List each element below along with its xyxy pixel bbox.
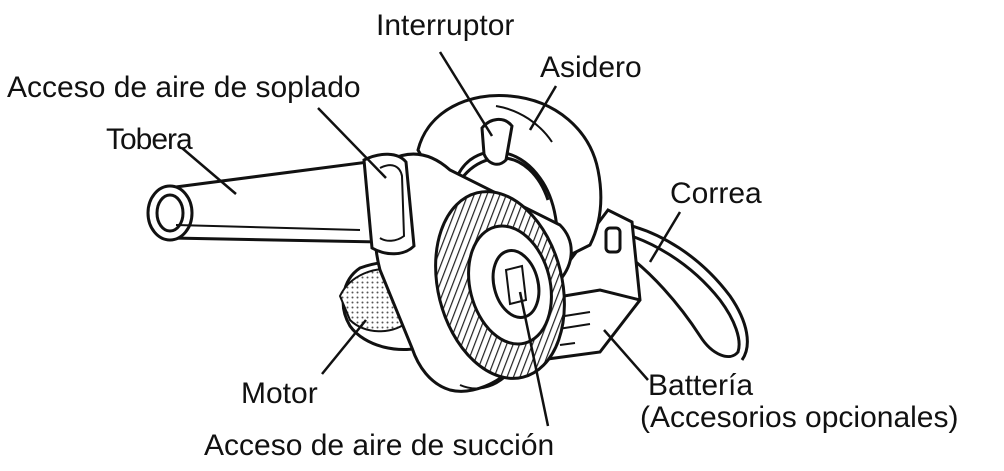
label-battery-line2: (Accesorios opcionales) — [640, 401, 959, 434]
leader-nozzle — [181, 147, 237, 195]
leader-switch — [438, 51, 494, 137]
nozzle — [146, 160, 382, 244]
strap — [617, 222, 749, 361]
label-blow-air-port: Acceso de aire de soplado — [7, 71, 361, 104]
label-handle: Asidero — [540, 51, 642, 84]
leader-suction-air-port — [518, 291, 550, 427]
label-battery-line1: Battería — [648, 369, 754, 402]
leader-handle — [528, 85, 558, 131]
leader-battery — [603, 329, 649, 381]
label-motor: Motor — [241, 377, 318, 410]
suction-fan — [434, 190, 566, 380]
label-suction-air-port: Acceso de aire de succión — [204, 429, 555, 462]
label-strap: Correa — [670, 177, 762, 210]
leader-blow-air-port — [317, 107, 387, 179]
blow-air-port-collar — [362, 152, 416, 256]
leader-strap — [648, 211, 682, 263]
label-switch: Interruptor — [376, 9, 515, 42]
label-nozzle: Tobera — [106, 123, 193, 156]
leader-motor — [321, 319, 367, 375]
leader-lines — [181, 51, 682, 427]
